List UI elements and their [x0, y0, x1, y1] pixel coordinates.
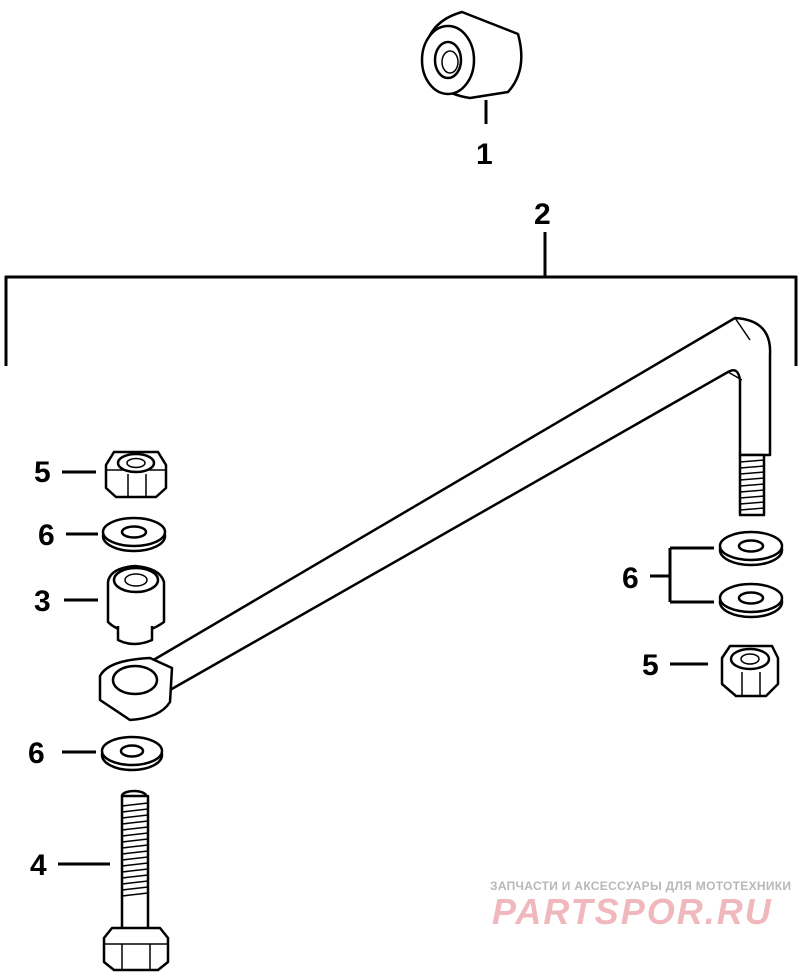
- part-2-shift-rod: [98, 316, 772, 722]
- watermark: ЗАПЧАСТИ И АКСЕССУАРЫ ДЛЯ МОТОТЕХНИКИ PA…: [490, 879, 791, 932]
- part-6-washer-left-top: [101, 516, 167, 553]
- bracket-6-right: [650, 546, 714, 604]
- part-4-bolt: [102, 789, 170, 972]
- part-5-nut-right: [720, 644, 780, 698]
- callout-2: 2: [534, 198, 551, 231]
- callout-6-left-top: 6: [38, 519, 55, 552]
- part-6-washer-right-bottom: [718, 582, 784, 619]
- callout-6-right: 6: [622, 562, 639, 595]
- part-6-washer-right-top: [718, 530, 784, 567]
- part-6-washer-left-bottom: [100, 735, 164, 772]
- callout-5-left: 5: [34, 456, 51, 489]
- part-3-collar: [106, 564, 166, 646]
- watermark-brand: PARTSPOR.RU: [492, 891, 773, 932]
- callout-5-right: 5: [642, 649, 659, 682]
- callout-6-left-bottom: 6: [28, 737, 45, 770]
- part-1-bushing: [420, 10, 523, 100]
- callout-4: 4: [30, 849, 47, 882]
- callout-1: 1: [476, 138, 493, 171]
- part-5-nut-left: [104, 450, 168, 499]
- callout-3: 3: [34, 585, 51, 618]
- bracket-2: [4, 232, 798, 366]
- watermark-tagline: ЗАПЧАСТИ И АКСЕССУАРЫ ДЛЯ МОТОТЕХНИКИ: [490, 879, 791, 893]
